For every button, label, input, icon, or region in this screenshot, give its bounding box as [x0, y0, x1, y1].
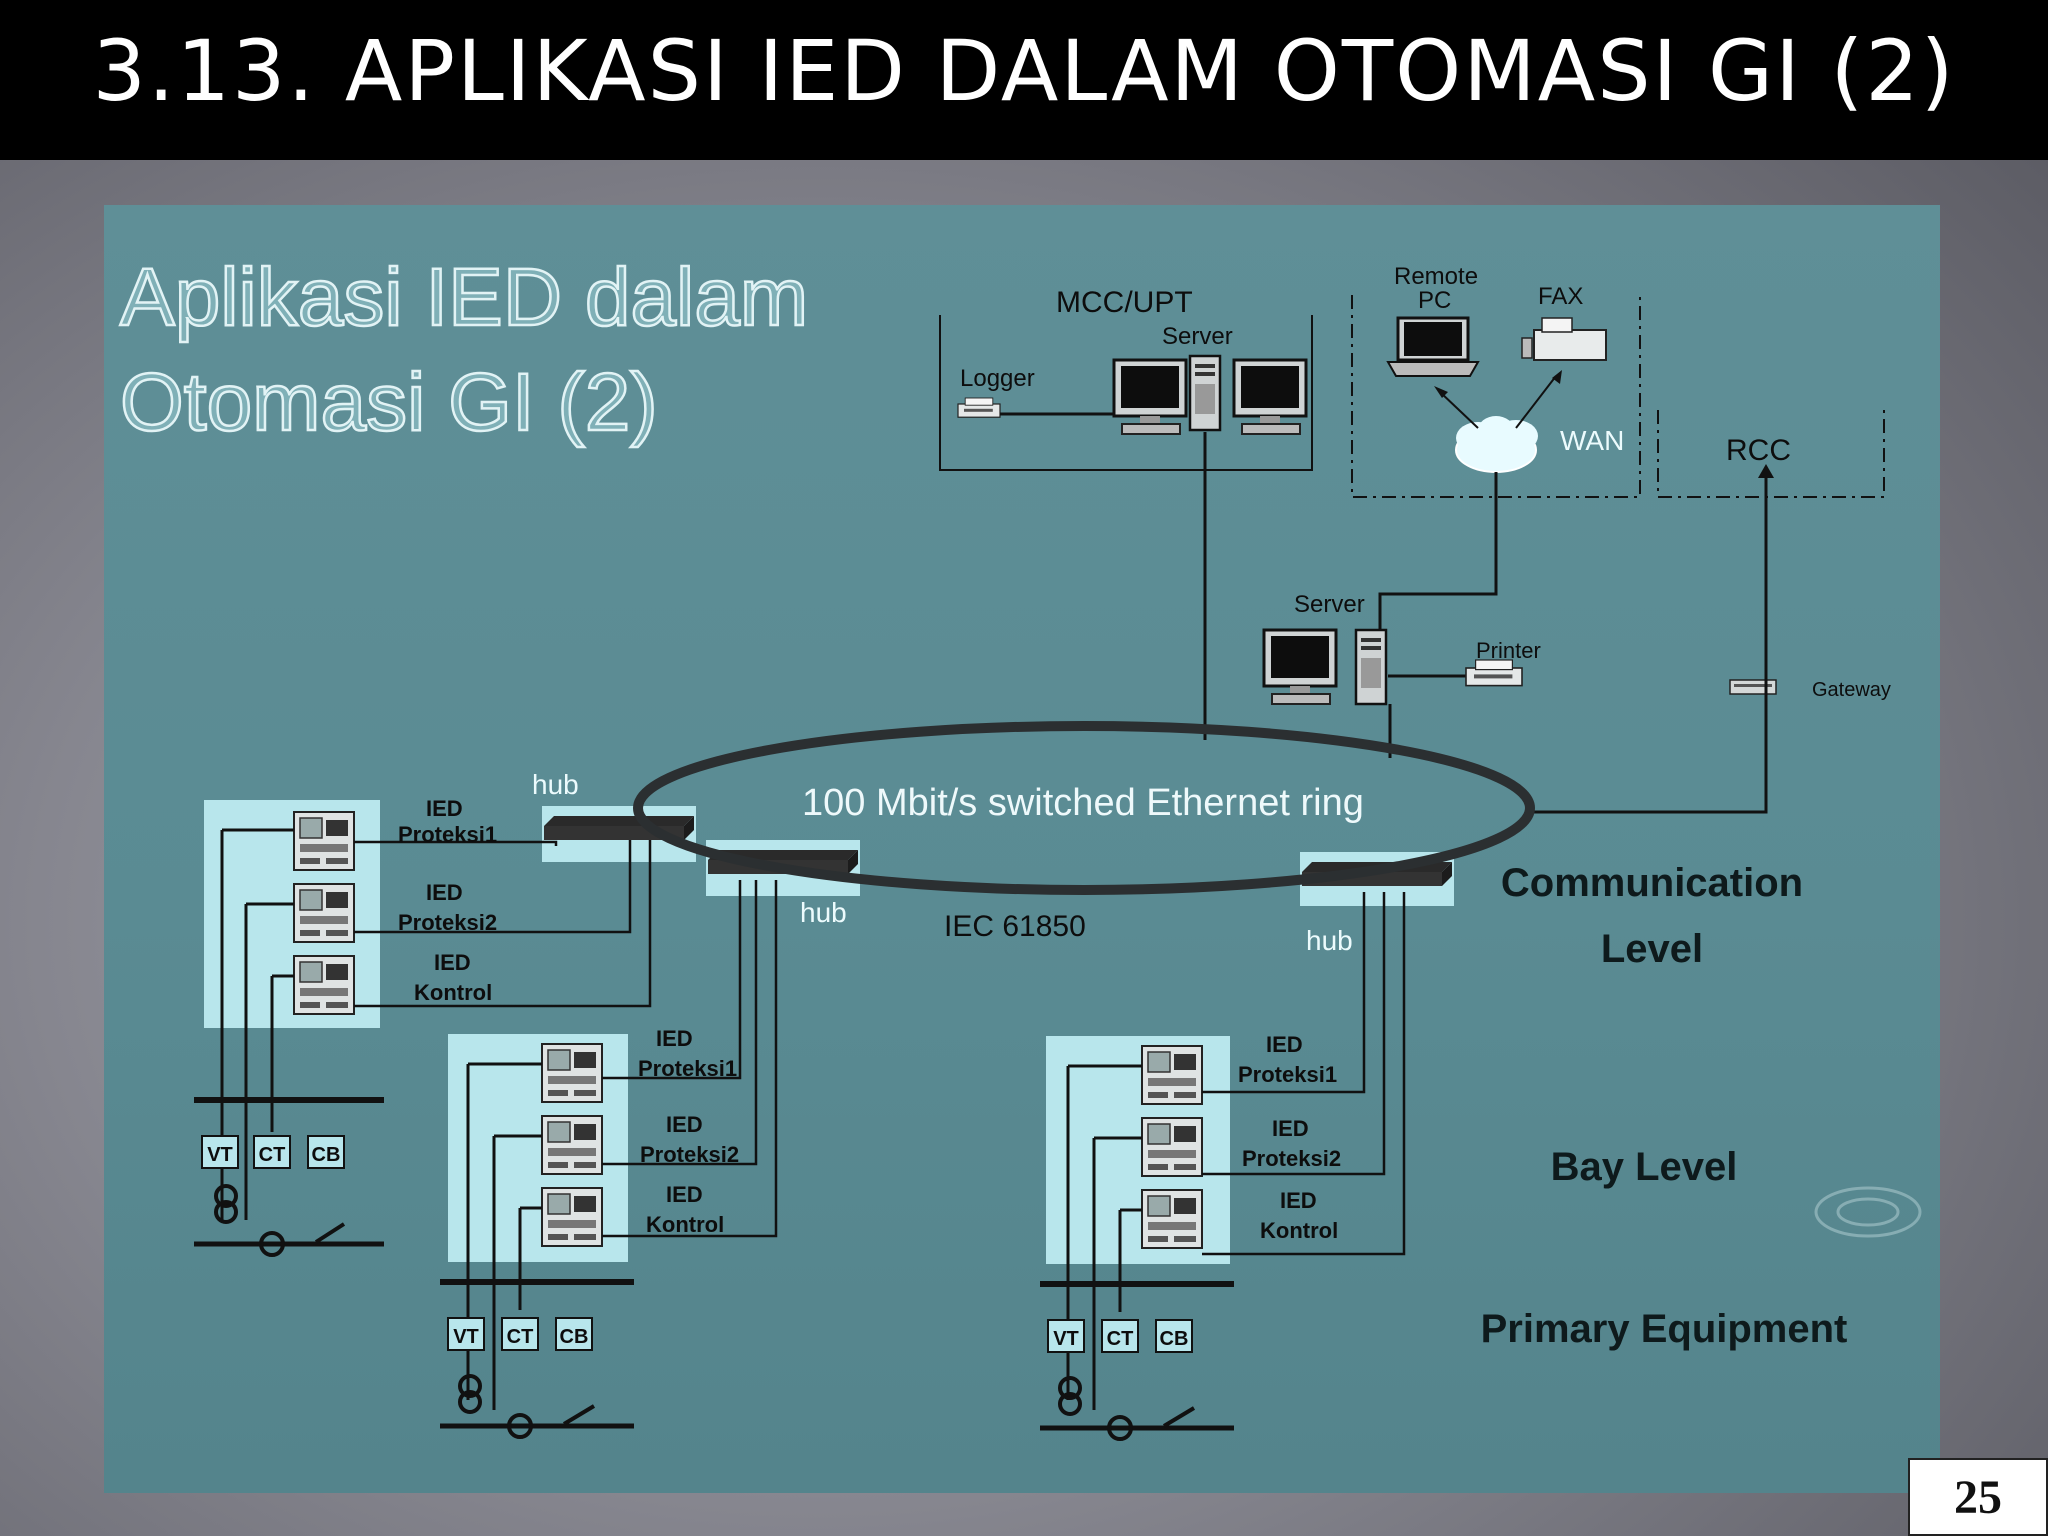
communication-level-label-1: Communication — [1501, 861, 1803, 905]
logger-label: Logger — [960, 365, 1035, 392]
diagram-panel — [104, 205, 1940, 1493]
bay1-ied1-label: IED — [426, 796, 463, 821]
hub2-label: hub — [800, 897, 847, 928]
bay3-vt-label: VT — [1053, 1328, 1079, 1350]
remote-pc-label-2: PC — [1418, 287, 1451, 314]
bay3-ied1-label: IED — [1266, 1032, 1303, 1057]
hub3-label: hub — [1306, 925, 1353, 956]
mcc-label: MCC/UPT — [1056, 286, 1193, 319]
fax-icon — [1521, 317, 1607, 361]
bay2-proteksi2-label: Proteksi2 — [640, 1142, 739, 1167]
rcc-label: RCC — [1726, 434, 1791, 467]
protocol-label: IEC 61850 — [944, 910, 1086, 943]
bay2-cb-label: CB — [560, 1326, 589, 1348]
hub1-label: hub — [532, 769, 579, 800]
rcc-enclosure — [1657, 410, 1885, 498]
bay3-ied2-label: IED — [1272, 1116, 1309, 1141]
bay3-ied3-label: IED — [1280, 1188, 1317, 1213]
bay3-proteksi2-label: Proteksi2 — [1242, 1146, 1341, 1171]
bay2-ied2-label: IED — [666, 1112, 703, 1137]
slide-title: 3.13. APLIKASI IED DALAM OTOMASI GI (2) — [92, 22, 1956, 120]
bay1-kontrol-label: Kontrol — [414, 980, 492, 1005]
station-monitor-icon — [1262, 628, 1338, 706]
ring-label: 100 Mbit/s switched Ethernet ring — [802, 782, 1364, 824]
bay3-kontrol-label: Kontrol — [1260, 1218, 1338, 1243]
wan-label: WAN — [1560, 425, 1624, 456]
page-number: 25 — [1954, 1471, 2002, 1524]
wan-to-pc-arrow — [1439, 391, 1479, 429]
wan-to-server-link — [1378, 472, 1498, 640]
mcc-monitor2-icon — [1232, 358, 1308, 436]
bay2-kontrol-label: Kontrol — [646, 1212, 724, 1237]
gateway-icon — [1729, 679, 1777, 695]
bay2-ct-label: CT — [507, 1326, 534, 1348]
printer-label: Printer — [1476, 638, 1541, 663]
bay1-proteksi1-label: Proteksi1 — [398, 822, 497, 847]
ring-to-rcc-link — [1528, 470, 1768, 814]
mcc-enclosure — [939, 315, 1313, 471]
station-server-label: Server — [1294, 591, 1365, 618]
bay2-ied1-label: IED — [656, 1026, 693, 1051]
ethernet-ring — [633, 721, 1535, 895]
bay1-proteksi2-label: Proteksi2 — [398, 910, 497, 935]
bay3-ct-label: CT — [1107, 1328, 1134, 1350]
station-tower-icon — [1354, 628, 1388, 706]
bay2-proteksi1-label: Proteksi1 — [638, 1056, 737, 1081]
diagram-heading-line1: Aplikasi IED dalam — [120, 252, 808, 343]
bay3-cb-label: CB — [1160, 1328, 1189, 1350]
bay2-ied3-label: IED — [666, 1182, 703, 1207]
communication-level-label-2: Level — [1601, 927, 1703, 971]
bay-3: IED Proteksi1 IED Proteksi2 IED Kontrol … — [1040, 892, 1406, 1441]
bay1-ct-label: CT — [259, 1144, 286, 1166]
mcc-server-label: Server — [1162, 323, 1233, 350]
bay1-ied3-label: IED — [434, 950, 471, 975]
wan-to-pc-arrowhead — [1434, 386, 1448, 398]
title-bar: 3.13. APLIKASI IED DALAM OTOMASI GI (2) — [0, 0, 2048, 160]
ripple-decoration — [1814, 1186, 1922, 1238]
bay1-ied2-label: IED — [426, 880, 463, 905]
laptop-icon — [1386, 316, 1480, 377]
station-printer-icon — [1465, 659, 1523, 687]
bay-level-label: Bay Level — [1551, 1145, 1738, 1189]
mcc-tower-icon — [1188, 354, 1222, 432]
bay1-cb-label: CB — [312, 1144, 341, 1166]
diagram-heading-line2: Otomasi GI (2) — [120, 357, 658, 448]
wan-to-fax-arrowhead — [1552, 370, 1562, 384]
bay2-vt-label: VT — [453, 1326, 479, 1348]
rcc-arrowhead — [1758, 464, 1774, 478]
wan-cloud-icon — [1455, 416, 1538, 473]
bay-2: IED Proteksi1 IED Proteksi2 IED Kontrol … — [440, 880, 778, 1439]
bay-1: IED Proteksi1 IED Proteksi2 IED Kontrol … — [194, 796, 652, 1257]
logger-printer-icon — [957, 397, 1001, 418]
bay1-vt-label: VT — [207, 1144, 233, 1166]
fax-label: FAX — [1538, 283, 1583, 310]
mcc-monitor-icon — [1112, 358, 1188, 436]
primary-equipment-label: Primary Equipment — [1481, 1307, 1848, 1351]
remote-pc-label-1: Remote — [1394, 263, 1478, 290]
remote-enclosure — [1351, 295, 1641, 498]
gateway-label: Gateway — [1812, 679, 1891, 701]
bay3-proteksi1-label: Proteksi1 — [1238, 1062, 1337, 1087]
page-number-box: 25 — [1908, 1458, 2048, 1536]
wan-to-fax-arrow — [1515, 375, 1557, 429]
